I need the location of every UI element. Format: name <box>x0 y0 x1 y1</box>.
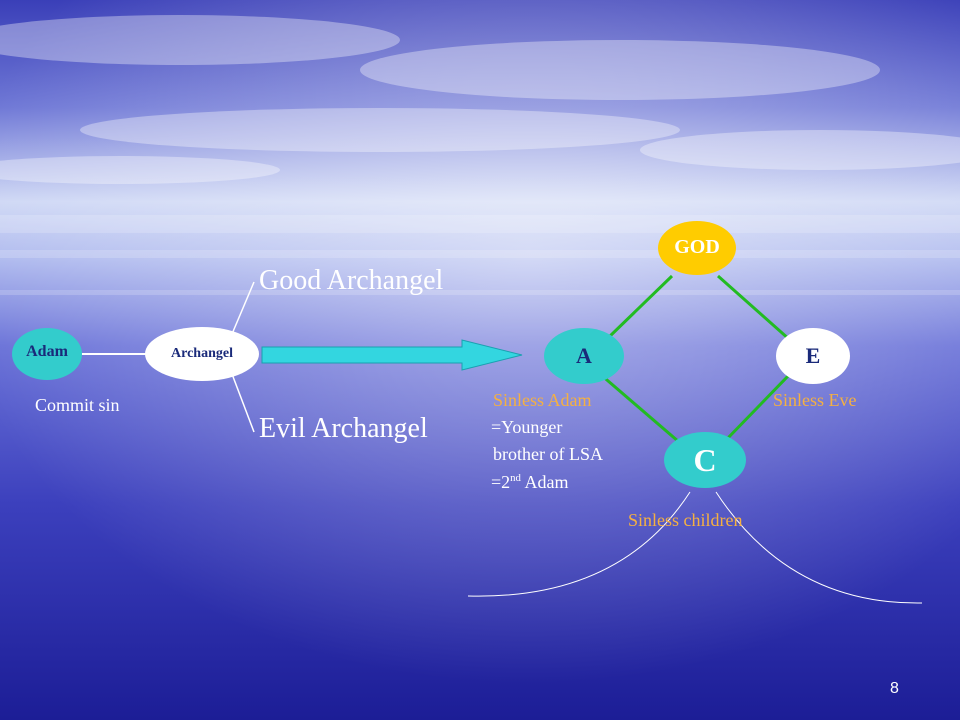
younger-brother-line1: =Younger <box>491 417 563 437</box>
evil-archangel-label: Evil Archangel <box>259 413 428 444</box>
god-a-link <box>606 274 674 340</box>
adam-node-label: Adam <box>26 343 68 360</box>
archangel-node <box>145 327 259 381</box>
page-number: 8 <box>890 680 899 697</box>
second-adam-label: =2nd Adam <box>491 472 568 493</box>
good-archangel-label: Good Archangel <box>259 265 444 296</box>
evil-branch-line <box>231 373 255 433</box>
c-node <box>664 432 746 488</box>
e-node-label: E <box>805 343 821 368</box>
adam-node <box>12 328 82 380</box>
a-c-link <box>599 372 687 450</box>
god-node <box>658 221 736 275</box>
sinless-children-label: Sinless children <box>628 510 743 530</box>
children-curve-left <box>467 491 691 597</box>
right-arrow <box>261 339 523 371</box>
sinless-adam-label: Sinless Adam <box>493 390 592 410</box>
god-node-label: GOD <box>674 236 720 258</box>
god-e-link <box>717 274 791 342</box>
second-adam-suffix: Adam <box>520 472 569 492</box>
good-branch-line <box>231 281 255 335</box>
e-node <box>776 328 850 384</box>
commit-sin-label: Commit sin <box>35 395 120 415</box>
archangel-node-label: Archangel <box>171 346 233 361</box>
a-node <box>544 328 624 384</box>
c-node-label: C <box>693 442 717 478</box>
sinless-eve-label: Sinless Eve <box>773 390 857 410</box>
second-adam-sup: nd <box>510 472 521 484</box>
younger-brother-line2: brother of LSA <box>493 444 603 464</box>
a-node-label: A <box>576 343 592 368</box>
second-adam-prefix: =2 <box>491 472 511 492</box>
e-c-link <box>724 372 792 442</box>
children-curve-right <box>715 491 923 604</box>
